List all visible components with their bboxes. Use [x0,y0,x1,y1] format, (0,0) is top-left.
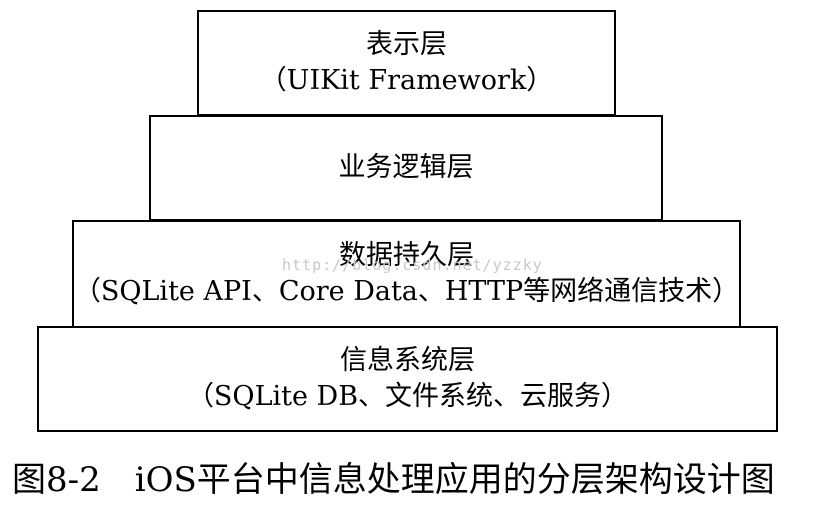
layer-title: 表示层 [366,29,447,60]
layer-subtitle: （SQLite DB、文件系统、云服务） [186,381,629,412]
layer-subtitle: （UIKit Framework） [259,65,554,96]
layer-presentation: 表示层 （UIKit Framework） [197,10,616,116]
layer-title: 业务逻辑层 [338,152,474,183]
layer-data-persistence: 数据持久层 （SQLite API、Core Data、HTTP等网络通信技术） [72,220,741,328]
layer-subtitle: （SQLite API、Core Data、HTTP等网络通信技术） [73,276,740,307]
layer-business-logic: 业务逻辑层 [149,115,663,221]
layer-information-system: 信息系统层 （SQLite DB、文件系统、云服务） [37,326,778,432]
layer-title: 信息系统层 [340,345,475,376]
layer-title: 数据持久层 [339,240,474,271]
figure-caption: 图8-2 iOS平台中信息处理应用的分层架构设计图 [12,460,775,500]
